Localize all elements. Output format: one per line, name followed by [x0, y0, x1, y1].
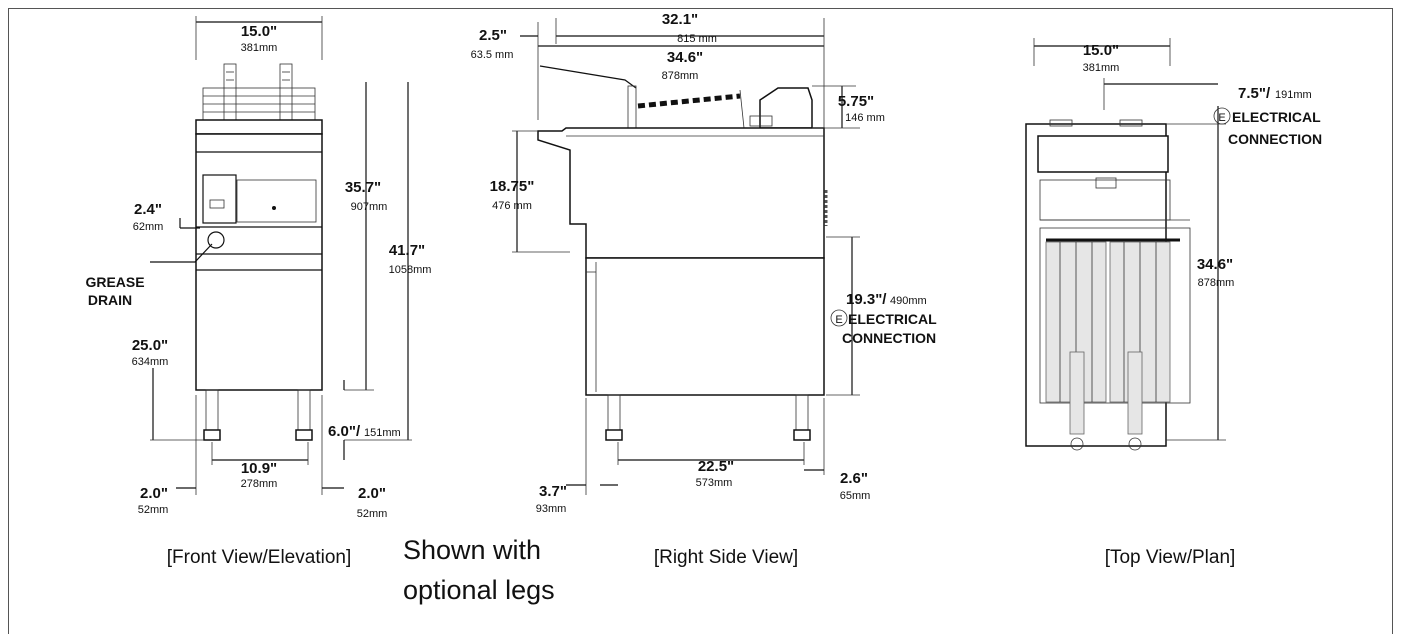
top-elec-label-2: CONNECTION: [1228, 131, 1322, 147]
side-elec-in: 19.3"/: [846, 291, 887, 308]
side-elec-mark-icon: [830, 309, 848, 327]
side-flue: [759, 87, 813, 129]
top-elec-in: 7.5"/: [1238, 85, 1271, 102]
side-back-mm: 63.5 mm: [471, 49, 514, 61]
front-leg-span-in: 10.9": [241, 460, 277, 477]
top-depth-in: 34.6": [1197, 256, 1233, 273]
front-width-in: 15.0": [241, 23, 277, 40]
front-view-caption: [Front View/Elevation]: [167, 547, 351, 568]
front-height-total-in: 41.7": [389, 242, 425, 259]
side-rear-leg: [795, 394, 809, 431]
top-baskets: [1045, 241, 1171, 451]
grease-drain-valve-icon: [207, 231, 225, 249]
side-cabinet: [585, 257, 825, 396]
side-front-offset-mm: 93mm: [536, 503, 567, 515]
side-leg-span-mm: 573mm: [696, 477, 733, 489]
front-height-top-in: 35.7": [345, 179, 381, 196]
front-left-offset-in: 2.0": [140, 485, 168, 502]
drawing-frame: [8, 8, 1393, 634]
side-rear-offset-in: 2.6": [840, 470, 868, 487]
side-elec-mark: E: [835, 314, 842, 326]
side-front-offset-in: 3.7": [539, 483, 567, 500]
drain-height-in: 2.4": [134, 201, 162, 218]
front-right-leg: [297, 389, 311, 431]
front-cabinet: [195, 133, 323, 391]
top-fry-pot: [1039, 227, 1191, 404]
top-view-caption: [Top View/Plan]: [1105, 547, 1236, 568]
side-rim-mm: 476 mm: [492, 200, 532, 212]
side-depth-in: 32.1": [662, 11, 698, 28]
top-width-in: 15.0": [1083, 42, 1119, 59]
front-right-offset-mm: 52mm: [357, 508, 388, 520]
side-view: 32.1" 815 mm 34.6" 878mm 2.5" 63.5 mm 5.…: [471, 11, 938, 568]
indicator-light-icon: [272, 206, 276, 210]
front-height-top-mm: 907mm: [351, 201, 388, 213]
front-lower-mm: 634mm: [132, 356, 169, 368]
side-rim-in: 18.75": [490, 178, 535, 195]
top-backsplash: [1037, 135, 1169, 173]
side-elec-label-2: CONNECTION: [842, 330, 936, 346]
side-elec-mm: 490mm: [890, 295, 927, 307]
front-right-offset-in: 2.0": [358, 485, 386, 502]
side-leg-span-in: 22.5": [698, 458, 734, 475]
side-top-mm: 146 mm: [845, 112, 885, 124]
drain-height-mm: 62mm: [133, 221, 164, 233]
front-baskets: [202, 63, 316, 121]
note-line-2: optional legs: [403, 575, 555, 605]
side-total-mm: 878mm: [662, 70, 699, 82]
front-height-total-mm: 1058mm: [389, 264, 432, 276]
front-legs-mm: 151mm: [364, 427, 401, 439]
side-front-leg: [607, 394, 621, 431]
side-elec-label-1: ELECTRICAL: [848, 311, 937, 327]
side-rear-offset-mm: 65mm: [840, 490, 871, 502]
drain-label: DRAIN: [88, 292, 132, 308]
note-line-1: Shown with: [403, 535, 541, 565]
side-view-caption: [Right Side View]: [654, 547, 798, 568]
front-leg-span-mm: 278mm: [241, 478, 278, 490]
side-total-in: 34.6": [667, 49, 703, 66]
front-top-rim: [195, 119, 323, 135]
front-width-mm: 381mm: [241, 42, 278, 54]
top-elec-mark-icon: [1213, 107, 1231, 125]
basket-handle: [539, 65, 637, 89]
top-view: 15.0" 381mm 7.5"/ 191mm E ELECTRICAL CON…: [1025, 38, 1322, 568]
front-view: 15.0" 381mm 35.7" 907mm 41.7" 1058mm 2.4…: [85, 16, 431, 568]
front-lower-in: 25.0": [132, 337, 168, 354]
grease-label: GREASE: [85, 274, 144, 290]
top-width-mm: 381mm: [1083, 62, 1120, 74]
side-top-in: 5.75": [838, 93, 874, 110]
top-depth-mm: 878mm: [1198, 277, 1235, 289]
side-depth-mm: 815 mm: [677, 33, 717, 45]
front-left-leg: [205, 389, 219, 431]
control-panel: [202, 174, 237, 224]
top-elec-label-1: ELECTRICAL: [1232, 109, 1321, 125]
front-left-offset-mm: 52mm: [138, 504, 169, 516]
top-elec-mark: E: [1218, 112, 1225, 124]
top-elec-mm: 191mm: [1275, 89, 1312, 101]
side-upper-body: [537, 127, 825, 259]
side-back-in: 2.5": [479, 27, 507, 44]
basket-outline: [637, 93, 741, 109]
front-legs-in: 6.0"/: [328, 423, 361, 440]
